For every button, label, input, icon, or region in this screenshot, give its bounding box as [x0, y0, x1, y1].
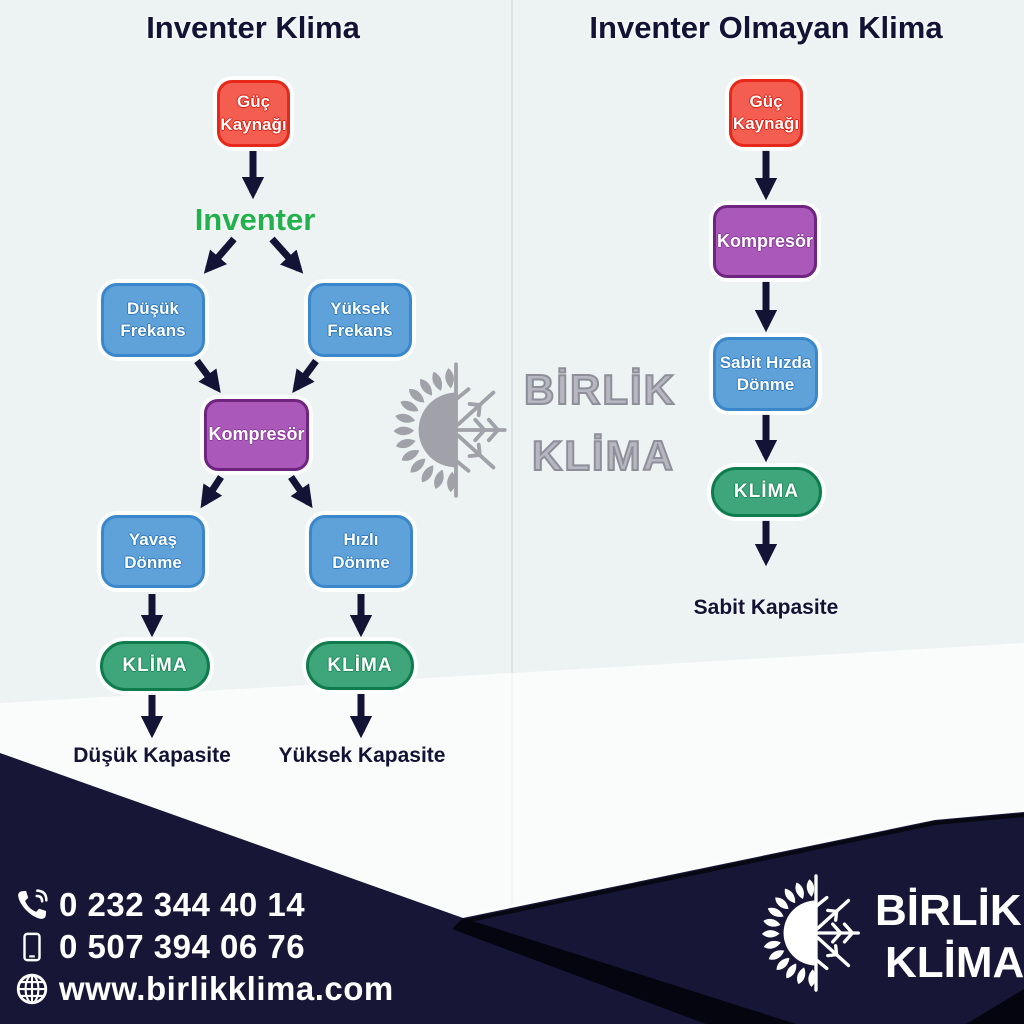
- phone-number: 0 232 344 40 14: [59, 886, 306, 923]
- node-label: KLİMA: [733, 481, 800, 503]
- node-label: Düşük: [127, 298, 179, 318]
- watermark-brand-line2: KLİMA: [531, 431, 675, 480]
- node-label: Dönme: [736, 375, 795, 394]
- flow-node-power-source-left: Güç Kaynağı: [217, 80, 290, 147]
- sun-snowflake-logo-icon: [757, 874, 875, 992]
- footer-brand-line1: BİRLİK: [875, 886, 1022, 935]
- node-label: Dönme: [124, 552, 182, 572]
- mobile-number: 0 507 394 06 76: [59, 928, 306, 965]
- flow-node-ac-right: KLİMA: [306, 641, 414, 690]
- node-label: Sabit Hızda: [719, 352, 812, 372]
- footer-brand-line2: KLİMA: [885, 938, 1024, 987]
- node-label: Dönme: [332, 552, 390, 572]
- phone-icon: [14, 888, 50, 922]
- node-label: Kaynağı: [732, 114, 800, 133]
- low-capacity-label: Düşük Kapasite: [73, 744, 231, 767]
- node-label: Yavaş: [128, 530, 178, 550]
- footer-logo: BİRLİK KLİMA: [757, 874, 1024, 1004]
- center-watermark: BİRLİK KLİMA: [388, 362, 688, 502]
- watermark-brand-line1: BİRLİK: [523, 365, 676, 414]
- node-label: Kaynağı: [220, 114, 287, 134]
- flow-node-compressor-left: Kompresör: [204, 399, 309, 471]
- contact-block: 0 232 344 40 14 0 507 394 06 76 www.birl…: [14, 886, 394, 1007]
- node-label: Güç: [236, 92, 271, 112]
- flow-node-power-source-right: Güç Kaynağı: [729, 79, 803, 147]
- flow-node-high-frequency: Yüksek Frekans: [308, 283, 412, 357]
- high-capacity-label: Yüksek Kapasite: [278, 744, 446, 767]
- website-row: www.birlikklima.com: [14, 970, 394, 1007]
- node-label: KLİMA: [327, 654, 393, 676]
- node-label: KLİMA: [122, 655, 188, 677]
- website-url: www.birlikklima.com: [59, 970, 394, 1007]
- flow-node-ac-single: KLİMA: [711, 467, 822, 517]
- right-column-title: Inventer Olmayan Klima: [589, 10, 943, 45]
- flow-node-compressor-right: Kompresör: [713, 205, 817, 278]
- node-label: Yüksek: [330, 298, 390, 318]
- sun-snowflake-logo-icon: [388, 362, 524, 498]
- flow-node-ac-left: KLİMA: [100, 641, 210, 691]
- node-label: Güç: [749, 91, 783, 111]
- mobile-row: 0 507 394 06 76: [14, 928, 394, 965]
- node-label: Frekans: [120, 321, 186, 340]
- constant-capacity-label: Sabit Kapasite: [693, 596, 839, 619]
- column-divider: [511, 0, 513, 1024]
- flow-node-slow-rotation: Yavaş Dönme: [101, 515, 205, 588]
- flow-node-fast-rotation: Hızlı Dönme: [309, 515, 413, 588]
- flow-node-constant-speed: Sabit Hızda Dönme: [713, 337, 818, 411]
- globe-icon: [14, 972, 50, 1006]
- mobile-phone-icon: [14, 931, 50, 963]
- flow-node-low-frequency: Düşük Frekans: [101, 283, 205, 357]
- node-label: Kompresör: [208, 424, 305, 445]
- node-label: Hızlı: [343, 530, 379, 550]
- node-label: Frekans: [327, 321, 393, 340]
- left-column-title: Inventer Klima: [146, 10, 360, 45]
- phone-row: 0 232 344 40 14: [14, 886, 394, 923]
- node-label: Kompresör: [716, 230, 814, 251]
- inverter-label: Inventer: [194, 202, 316, 237]
